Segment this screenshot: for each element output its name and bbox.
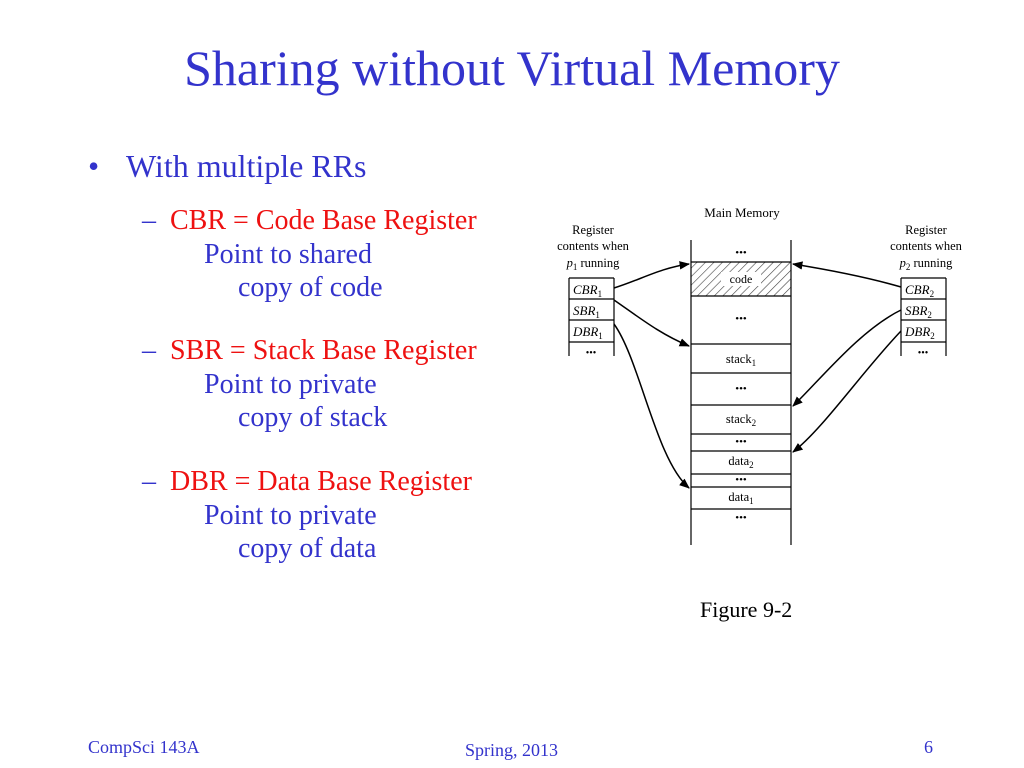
memory-sharing-diagram: Main Memory Register contents when p1 ru… xyxy=(557,205,963,545)
footer-term: Spring, 2013 xyxy=(465,740,559,760)
register-sbr2: SBR2 xyxy=(905,303,932,320)
subitem-dbr: –DBR = Data Base Register Point to priva… xyxy=(142,465,472,566)
arrow-sbr2-to-stack2 xyxy=(792,309,902,407)
right-register-ellipsis: ••• xyxy=(918,348,929,359)
dash-marker: – xyxy=(142,335,156,366)
memory-ellipsis-top: ••• xyxy=(735,247,747,259)
footer-course: CompSci 143A xyxy=(88,737,200,757)
right-register-box xyxy=(900,277,947,356)
memory-ellipsis: ••• xyxy=(735,474,747,486)
subitem-line: copy of code xyxy=(238,272,383,304)
subitem-line: Point to shared xyxy=(204,238,372,270)
footer-page-number: 6 xyxy=(924,737,933,757)
figure-caption: Figure 9-2 xyxy=(700,597,793,622)
subitem-line: Point to private xyxy=(204,499,377,531)
left-register-header-line2: contents when xyxy=(557,239,630,253)
subitem-heading: SBR = Stack Base Register xyxy=(170,335,477,366)
subitem-heading: CBR = Code Base Register xyxy=(170,205,477,236)
memory-stack2-segment: stack2 xyxy=(726,412,756,428)
dash-marker: – xyxy=(142,466,156,497)
register-dbr1: DBR1 xyxy=(572,324,603,341)
left-register-header-line1: Register xyxy=(572,223,614,237)
arrow-dbr1-to-data1 xyxy=(613,323,690,489)
subitem-heading: DBR = Data Base Register xyxy=(170,466,472,497)
memory-code-segment: code xyxy=(730,272,753,286)
right-register-header-line2: contents when xyxy=(890,239,963,253)
code-label-bg xyxy=(721,272,761,286)
memory-data2-segment: data2 xyxy=(728,454,753,470)
right-process-label: p2 running xyxy=(899,256,954,272)
memory-data1-segment: data1 xyxy=(728,490,753,506)
arrow-sbr1-to-stack1 xyxy=(613,299,690,347)
memory-stack1-segment: stack1 xyxy=(726,352,756,368)
subitem-line: copy of data xyxy=(238,533,377,565)
arrow-cbr1-to-code xyxy=(613,261,691,289)
left-register-ellipsis: ••• xyxy=(586,348,597,359)
arrow-cbr2-to-code xyxy=(791,261,902,288)
left-process-label: p1 running xyxy=(566,256,621,272)
subitem-cbr: –CBR = Code Base Register Point to share… xyxy=(142,204,477,305)
bullet-multiple-rrs: • With multiple RRs xyxy=(88,148,367,185)
memory-ellipsis: ••• xyxy=(735,383,747,395)
bullet-marker: • xyxy=(88,148,100,184)
memory-ellipsis: ••• xyxy=(735,436,747,448)
slide-title: Sharing without Virtual Memory xyxy=(184,40,840,96)
register-sbr1: SBR1 xyxy=(573,303,600,320)
main-memory-label: Main Memory xyxy=(704,205,780,220)
subitem-sbr: –SBR = Stack Base Register Point to priv… xyxy=(142,334,477,435)
subitem-line: copy of stack xyxy=(238,402,388,434)
subitem-line: Point to private xyxy=(204,368,377,400)
register-cbr2: CBR2 xyxy=(905,282,934,299)
arrow-dbr2-to-data2 xyxy=(792,330,902,453)
right-register-header-line1: Register xyxy=(905,223,947,237)
bullet-text: With multiple RRs xyxy=(126,148,367,184)
memory-ellipsis-bottom: ••• xyxy=(735,512,747,524)
register-dbr2: DBR2 xyxy=(904,324,935,341)
dash-marker: – xyxy=(142,205,156,236)
memory-ellipsis: ••• xyxy=(735,313,747,325)
left-register-box xyxy=(568,277,615,356)
register-cbr1: CBR1 xyxy=(573,282,602,299)
